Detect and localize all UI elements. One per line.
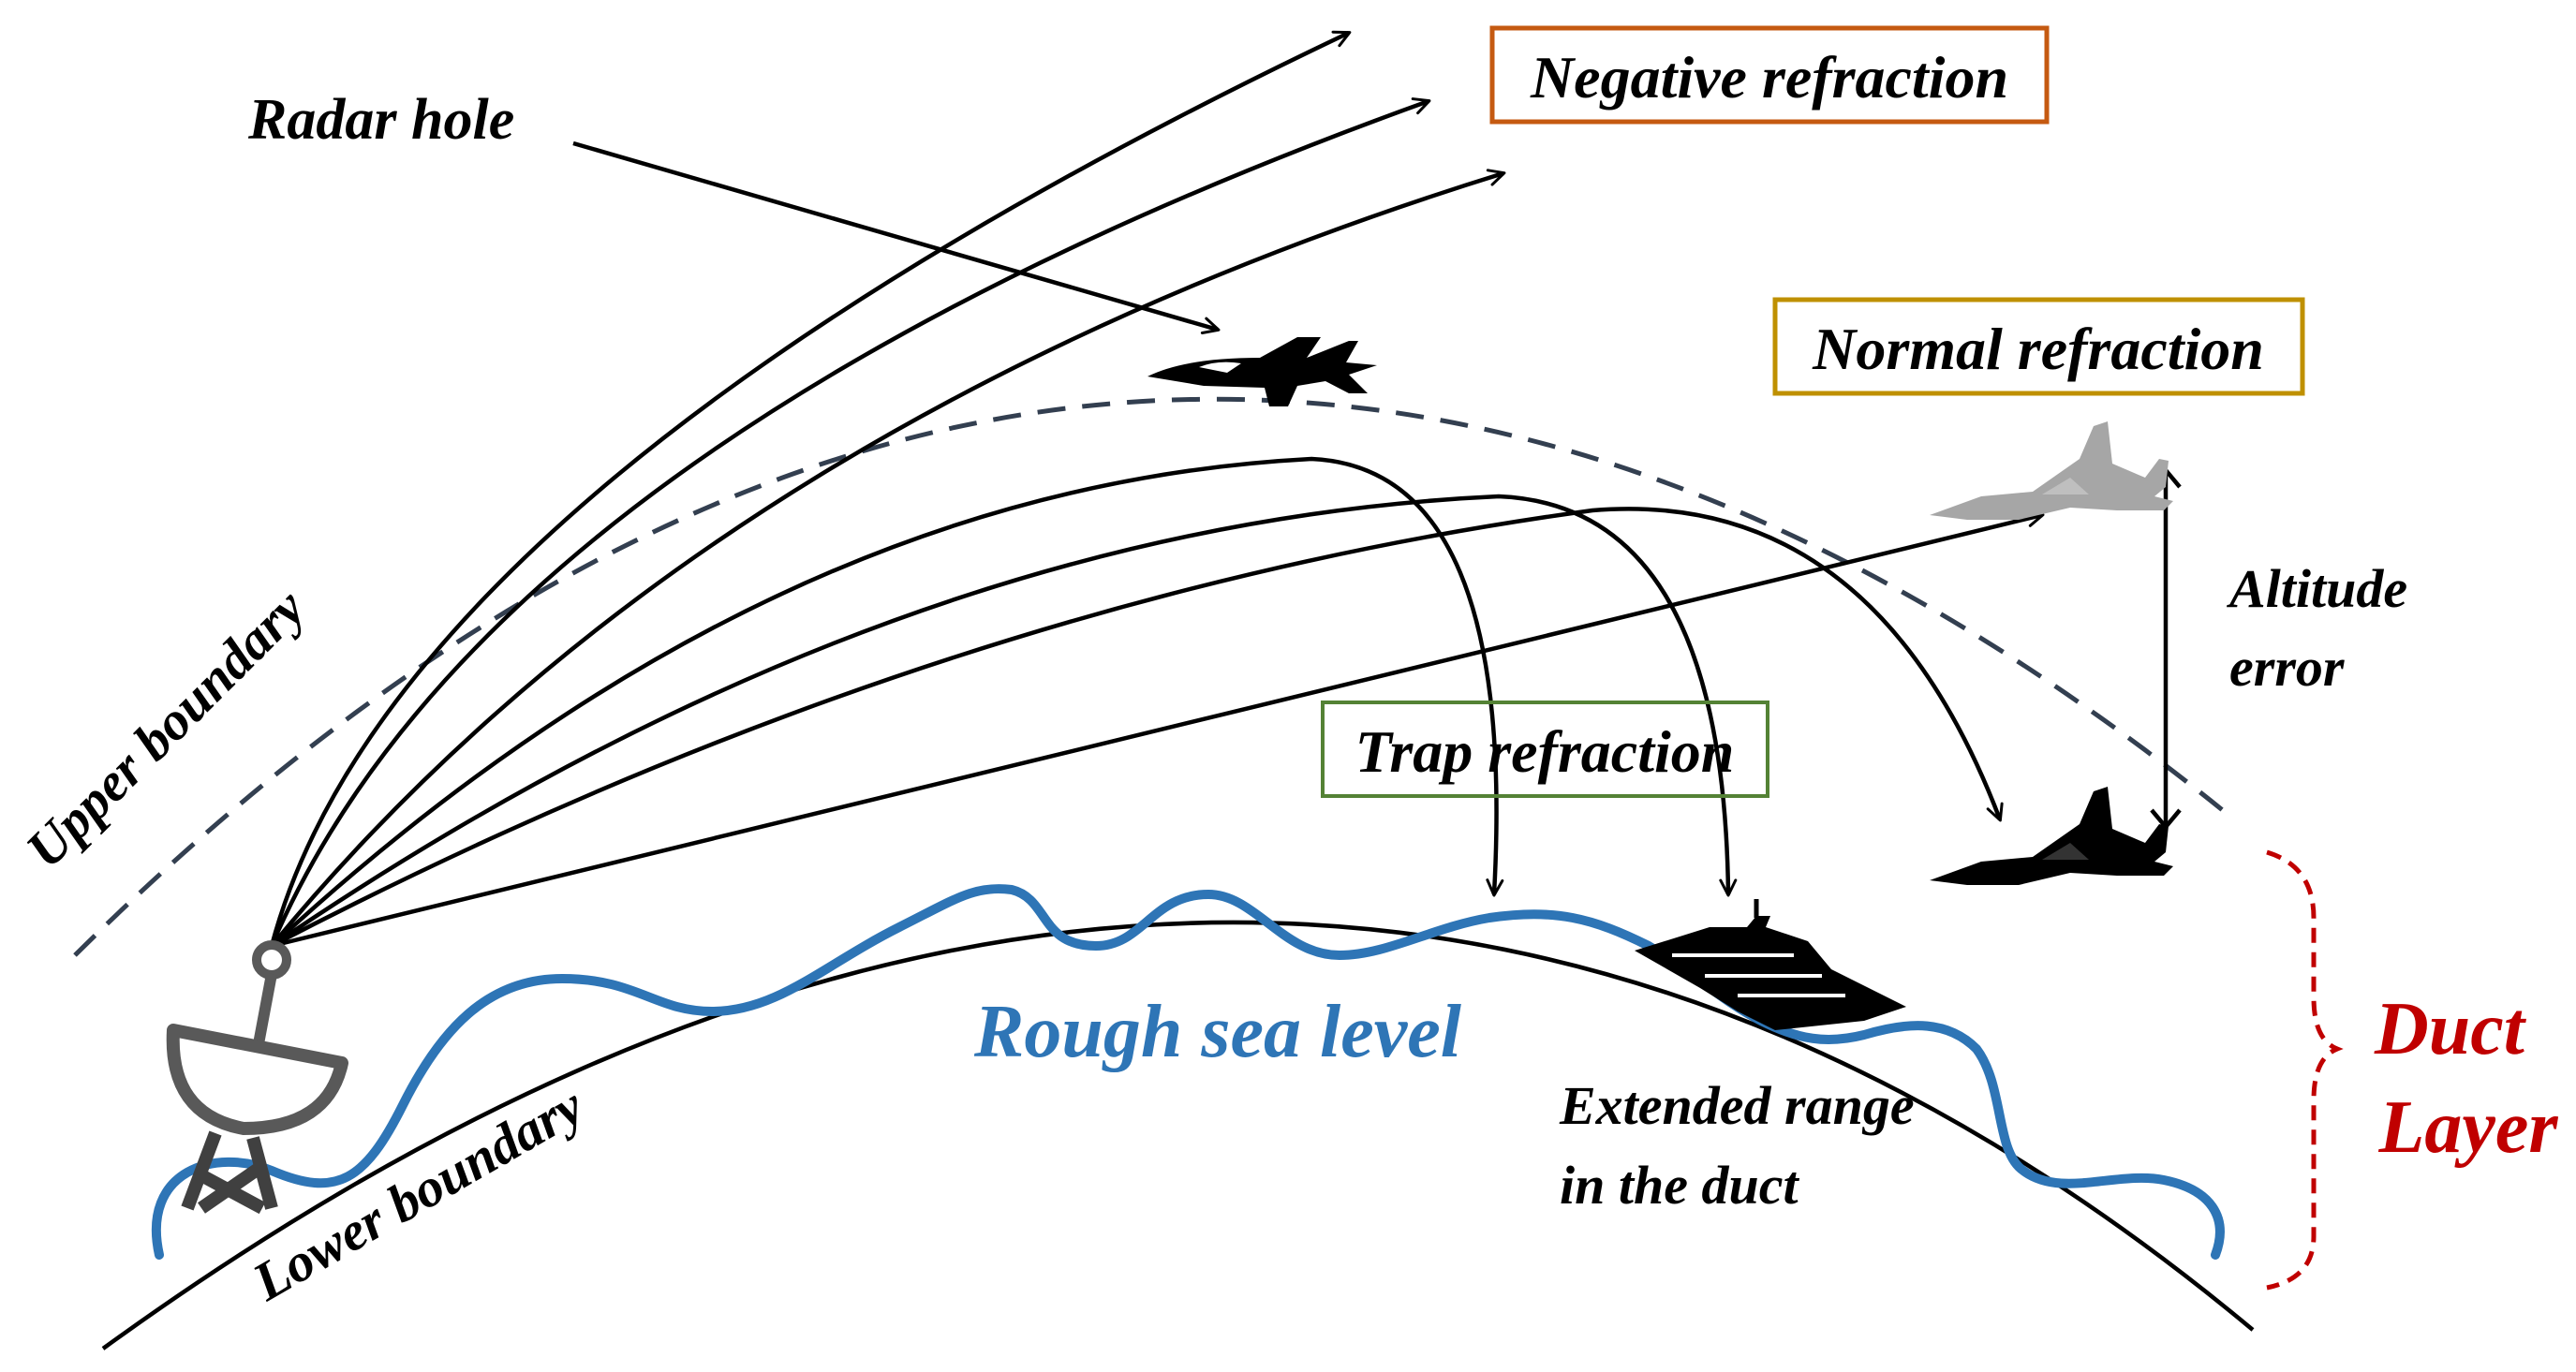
normal-refraction-label: Normal refraction xyxy=(1812,316,2264,382)
normal-refraction-box xyxy=(1772,297,2305,396)
ray-trap-1 xyxy=(270,456,1504,948)
ghost-fighter-icon xyxy=(1930,421,2173,520)
ray-negative-1 xyxy=(269,30,1352,947)
upper-boundary-curve xyxy=(73,396,2236,957)
ray-trap-2 xyxy=(270,494,1738,948)
altitude-error-line2: error xyxy=(2229,637,2345,698)
altitude-error-line1: Altitude xyxy=(2227,558,2407,619)
ray-negative-2 xyxy=(269,97,1431,947)
duct-layer-line2: Layer xyxy=(2377,1086,2558,1169)
stealth-jet-icon xyxy=(1147,337,1377,406)
duct-layer-line1: Duct xyxy=(2374,988,2527,1070)
negative-refraction-label: Negative refraction xyxy=(1530,44,2008,111)
radar-hole-label: Radar hole xyxy=(247,88,514,152)
ray-normal xyxy=(271,509,2045,949)
trap-refraction-box xyxy=(1321,701,1769,798)
yacht-icon xyxy=(1635,899,1906,1030)
lower-boundary-label: Lower boundary xyxy=(242,1074,593,1312)
ray-trap-3 xyxy=(270,507,2004,948)
duct-layer-bracket xyxy=(2266,849,2344,1291)
trap-refraction-label: Trap refraction xyxy=(1355,718,1735,785)
radar-rays xyxy=(269,30,2045,949)
extended-range-line1: Extended range xyxy=(1559,1075,1915,1136)
extended-range-line2: in the duct xyxy=(1560,1155,1799,1216)
rough-sea-level-label: Rough sea level xyxy=(973,991,1462,1073)
radar-antenna-icon xyxy=(166,940,348,1215)
fighter-jet-icon xyxy=(1930,787,2173,885)
rough-sea-curve xyxy=(151,884,2225,1260)
ray-negative-3 xyxy=(270,169,1506,948)
upper-boundary-label: Upper boundary xyxy=(14,577,317,879)
radar-hole-pointer xyxy=(572,140,1221,335)
earth-curve xyxy=(101,920,2255,1350)
negative-refraction-box xyxy=(1489,25,2050,125)
